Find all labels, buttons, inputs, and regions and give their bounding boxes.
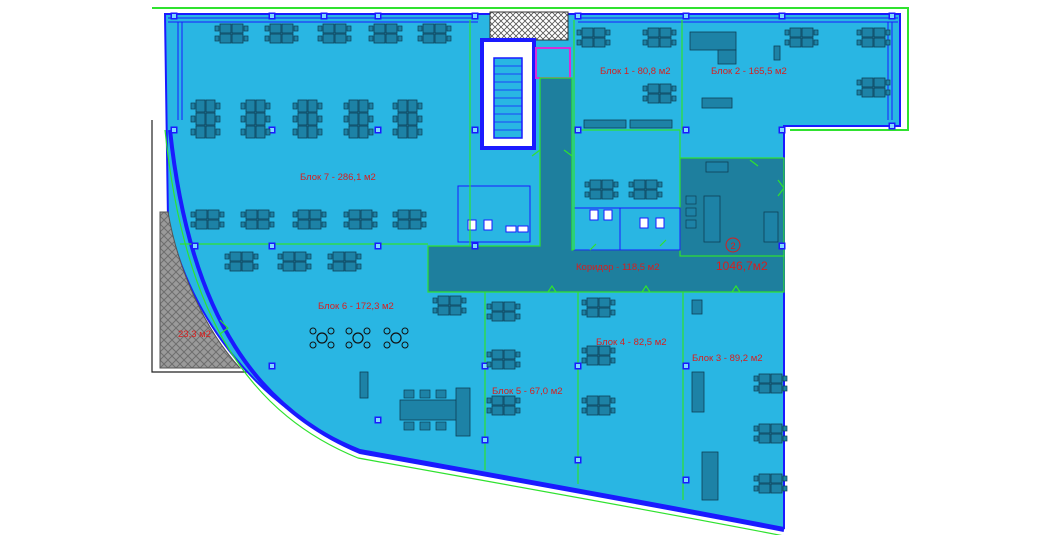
corridor [427,77,785,293]
floor-marker-circle [725,237,741,253]
room-label-block1: Блок 1 - 80,8 м2 [600,66,671,77]
exterior-outline [151,7,909,373]
stair-core [480,38,571,150]
door-marks [219,149,785,335]
curved-facade [168,129,785,532]
room-label-block5: Блок 5 - 67,0 м2 [492,386,563,397]
room-label-block4: Блок 4 - 82,5 м2 [596,337,667,348]
room-label-block6: Блок 6 - 172,3 м2 [318,301,394,312]
workstations-blocks-3-5 [486,297,788,501]
floor-marker: 2 [730,241,735,252]
server-room-furniture [685,161,779,243]
partitions [180,20,684,500]
room-label-block3: Блок 3 - 89,2 м2 [692,353,763,364]
room-label-corridor: Коридор - 118,5 м2 [576,262,659,273]
total-area-label: 1046,7м2 [716,259,768,273]
balcony-hatched [159,211,242,369]
room-label-block7: Блок 7 - 286,1 м2 [300,172,376,183]
shaft-hatched [489,11,569,41]
workstations-block6 [224,251,471,437]
room-label-balcony: 23,3 м2 [178,329,211,340]
workstations-blocks-1-2 [576,27,891,200]
room-label-block2: Блок 2 - 165,5 м2 [711,66,787,77]
